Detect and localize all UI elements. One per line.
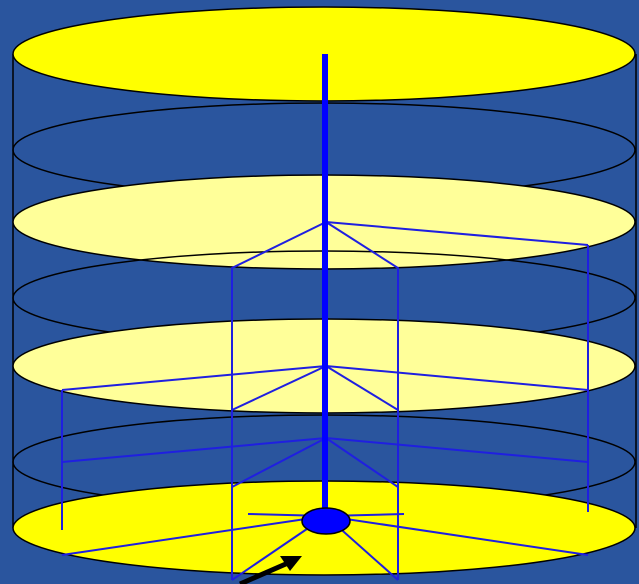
base-fan-4: [325, 515, 589, 556]
pointer-arrow-icon: [238, 556, 302, 584]
low-fan-2: [231, 437, 327, 488]
mid-fan-3: [325, 365, 399, 411]
low-fan-1: [61, 437, 327, 463]
base-fan-1: [61, 515, 327, 556]
upper-frame-left: [231, 221, 327, 580]
upper-frame-back: [325, 221, 589, 246]
mid-fan-1: [61, 365, 327, 391]
mid-fan-2: [231, 365, 327, 411]
upper-frame-right: [325, 221, 399, 580]
mid-fan-4: [325, 365, 589, 391]
base-hub: [301, 507, 351, 535]
low-fan-4: [325, 437, 589, 463]
pointer-arrow-shaft: [238, 560, 290, 584]
low-fan-3: [325, 437, 399, 488]
panel-frame: [61, 221, 589, 581]
pointer-arrow-head: [280, 556, 302, 571]
